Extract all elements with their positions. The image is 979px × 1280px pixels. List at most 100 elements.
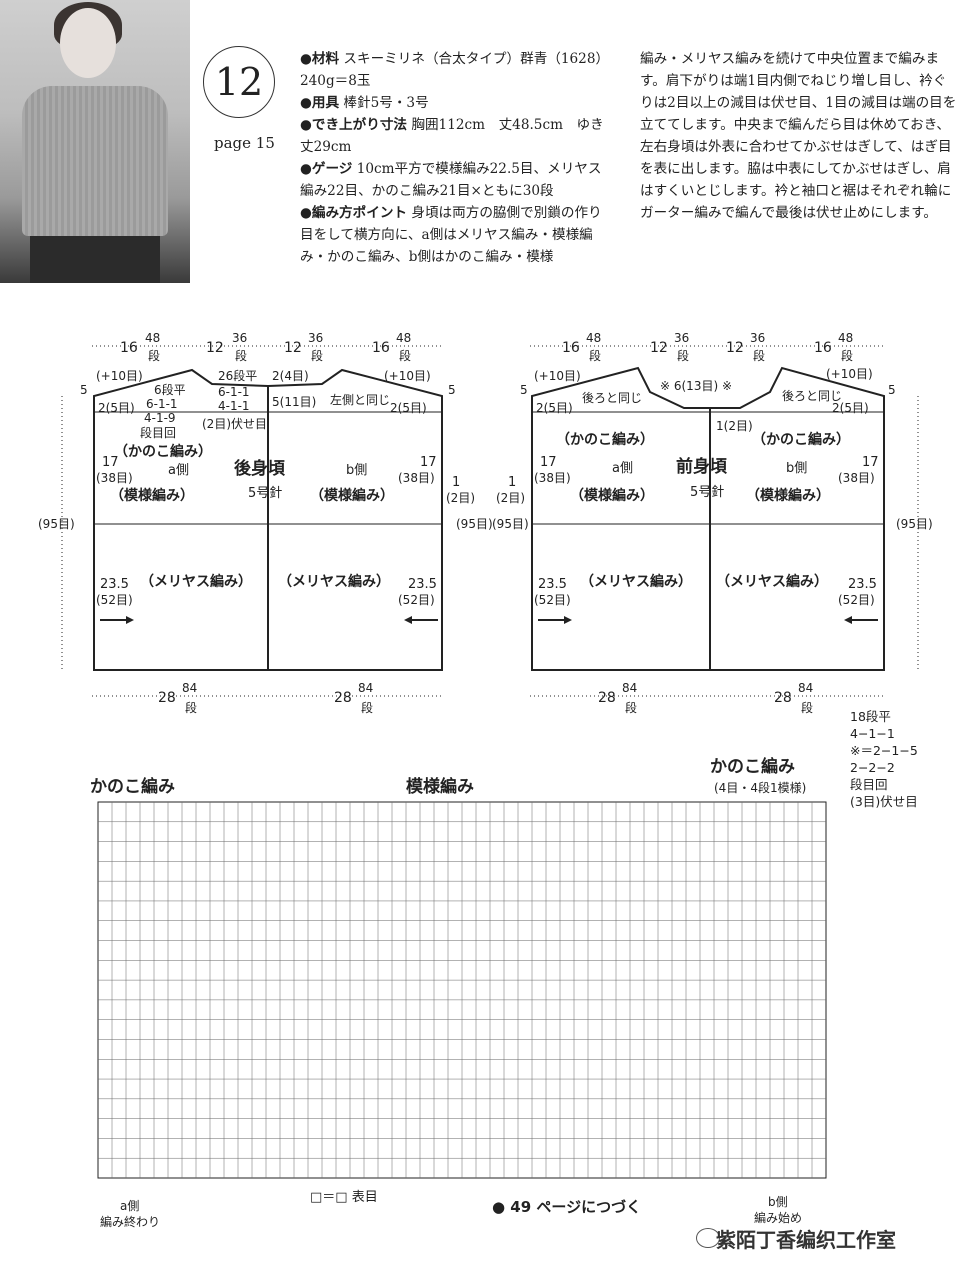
front-neck: ※ 6(13目) ※ [660, 379, 732, 393]
instructions-col2: 編み・メリヤス編みを続けて中央位置まで編みます。肩下がりは端1目内側でねじり増し… [640, 51, 957, 221]
back-dec2: 6-1-1 [146, 397, 178, 411]
back-dec1: 6段平 [154, 382, 186, 397]
back-title: 後身頃 [234, 458, 286, 479]
back-one: 1 [452, 475, 460, 490]
back-235-left: 23.5 [100, 577, 129, 592]
front-same-back-left: 後ろと同じ [582, 391, 642, 405]
pattern-number: 12 [203, 46, 275, 118]
front-five-left: 5 [520, 383, 528, 397]
front-title: 前身頃 [676, 456, 728, 477]
back-rows-4: 48 [396, 331, 411, 345]
front-rows-4: 48 [838, 331, 853, 345]
back-five-right: 5 [448, 383, 456, 397]
back-a-side: a側 [168, 463, 189, 478]
front-moyou-a: （模様編み） [570, 487, 654, 504]
front-five-right: 5 [888, 383, 896, 397]
front-235-right: 23.5 [848, 577, 877, 592]
instructions-col1: ●材料 スキーミリネ（合太タイプ）群青（1628）240g＝8玉 ●用具 棒針5… [300, 51, 610, 265]
front-dim-1: 16 [562, 340, 580, 356]
front-38-left: (38目) [534, 471, 571, 485]
front-dim-2: 12 [650, 340, 668, 356]
back-five-left: 5 [80, 383, 88, 397]
wechat-icon [696, 1228, 720, 1248]
back-same-left: 左側と同じ [330, 392, 390, 407]
back-total-left: (95目) [38, 517, 75, 531]
back-bottom-dan-b: 段 [361, 700, 373, 715]
front-bottom-dim-a: 28 [598, 690, 616, 706]
back-17-left: 17 [102, 455, 119, 470]
back-inc-left: (+10目) [96, 369, 143, 383]
front-bottom-dim-b: 28 [774, 690, 792, 706]
back-dec3: 4-1-9 [144, 411, 176, 425]
back-kanoko: （かのこ編み） [114, 443, 212, 460]
front-rows-1: 48 [586, 331, 601, 345]
front-dan-4: 段 [841, 348, 853, 363]
front-dan-3: 段 [753, 348, 765, 363]
back-dim-4: 16 [372, 340, 390, 356]
back-neck-5: 5(11目) [272, 395, 316, 409]
back-rows-1: 48 [145, 331, 160, 345]
back-moyou-b: （模様編み） [310, 487, 394, 504]
neck-note: 18段平 4−1−1 ※＝2−1−5 2−2−2 段目回 (3目)伏せ目 [850, 709, 918, 809]
back-neck-flat: 26段平 [218, 368, 257, 383]
dan-2: 段 [235, 348, 247, 363]
front-52-right: (52目) [838, 593, 875, 607]
back-dec4: 段目回 [140, 425, 176, 440]
back-inc-right: (+10目) [384, 369, 431, 383]
page-ref: page 15 [214, 134, 275, 152]
front-b-side: b側 [786, 461, 807, 476]
back-dec5: 6-1-1 [218, 385, 250, 399]
front-kanoko-a: （かのこ編み） [556, 431, 654, 448]
back-neck-2: 2(4目) [272, 369, 309, 383]
front-total-right: (95目) [896, 517, 933, 531]
back-rows-2: 36 [232, 331, 247, 345]
chart-kanoko-left: かのこ編み [90, 776, 175, 797]
back-total-right: (95目) [456, 517, 493, 531]
front-same-back-right: 後ろと同じ [782, 389, 842, 403]
chart-kanoko-right-sub: (4目・4段1模様) [714, 780, 806, 795]
dan-4: 段 [399, 348, 411, 363]
legend: □＝□ 表目 [310, 1190, 378, 1205]
front-bottom-rows-a: 84 [622, 681, 637, 695]
front-center: 1(2目) [716, 419, 753, 433]
back-dim-2: 12 [206, 340, 224, 356]
back-38-left: (38目) [96, 471, 133, 485]
front-st2: (2目) [496, 491, 525, 505]
dan-1: 段 [148, 348, 160, 363]
chart-kanoko-right: かのこ編み [710, 756, 795, 777]
model-photo [0, 0, 190, 283]
front-inc-right: (+10目) [826, 367, 873, 381]
chart-a-end2: 編み終わり [100, 1214, 160, 1229]
front-38-right: (38目) [838, 471, 875, 485]
front-rows-3: 36 [750, 331, 765, 345]
front-two5-left: 2(5目) [536, 401, 573, 415]
back-52-right: (52目) [398, 593, 435, 607]
front-dan-1: 段 [589, 348, 601, 363]
front-17-left: 17 [540, 455, 557, 470]
front-a-side: a側 [612, 461, 633, 476]
front-dim-3: 12 [726, 340, 744, 356]
front-moyou-b: （模様編み） [746, 487, 830, 504]
back-two5-right: 2(5目) [390, 401, 427, 415]
front-bottom-dan-a: 段 [625, 700, 637, 715]
back-meriyasu-b: （メリヤス編み） [278, 573, 390, 590]
front-needle: 5号針 [690, 485, 724, 500]
back-dec6: 4-1-1 [218, 399, 250, 413]
back-bottom-dim-b: 28 [334, 690, 352, 706]
front-dim-4: 16 [814, 340, 832, 356]
front-meriyasu-a: （メリヤス編み） [580, 573, 692, 590]
front-52-left: (52目) [534, 593, 571, 607]
back-52-left: (52目) [96, 593, 133, 607]
dan-3: 段 [311, 348, 323, 363]
back-st2: (2目) [446, 491, 475, 505]
front-dan-2: 段 [677, 348, 689, 363]
back-rows-3: 36 [308, 331, 323, 345]
front-235-left: 23.5 [538, 577, 567, 592]
back-bottom-rows-b: 84 [358, 681, 373, 695]
chart-b-start: b側 [768, 1195, 788, 1209]
chart-moyou: 模様編み [406, 776, 474, 797]
front-one: 1 [508, 475, 516, 490]
front-17-right: 17 [862, 455, 879, 470]
back-dec7: (2目)伏せ目 [202, 417, 267, 431]
